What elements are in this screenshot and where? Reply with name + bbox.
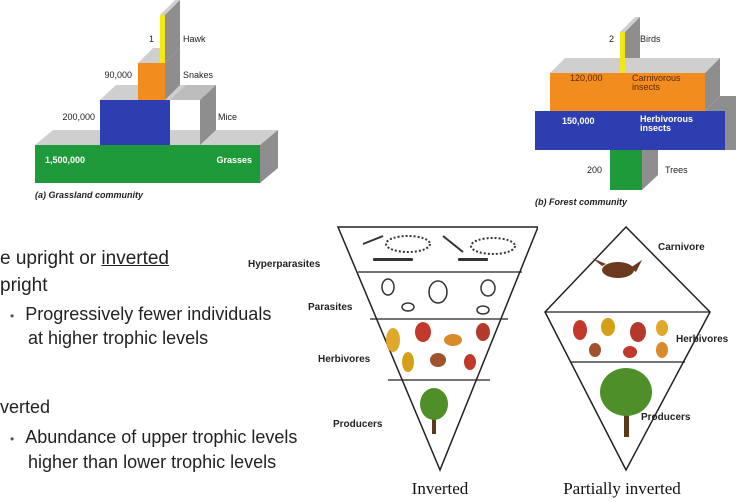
inverted-link[interactable]: inverted <box>101 248 170 269</box>
herbivorous-count: 150,000 <box>562 116 595 126</box>
snakes-bar <box>138 63 165 100</box>
inverted-heading: verted <box>0 397 51 417</box>
carn-slab-top <box>550 58 720 73</box>
carnivore-hawk-icon <box>592 258 642 278</box>
carn-slab-side <box>705 58 720 111</box>
hawk-slab-top <box>160 0 180 15</box>
inverted-pyramid: Hyperparasites Parasites Herbivores Prod… <box>248 226 538 498</box>
birds-count: 2 <box>609 34 614 44</box>
herbivorous-insects-bar <box>535 111 725 150</box>
mice-slab-top-shade <box>170 85 216 100</box>
hawk-bar <box>160 15 165 63</box>
mice-slab-side <box>200 85 216 145</box>
bullet-inverted-line1: Abundance of upper trophic levels <box>25 427 298 447</box>
herbivores-birds-sketch <box>573 318 668 358</box>
grasses-name: Grasses <box>216 155 252 165</box>
grassland-caption: (a) Grassland community <box>35 190 144 200</box>
birds-slab-top <box>620 17 640 32</box>
bullet-inverted: • Abundance of upper trophic levels <box>10 427 297 448</box>
hawk-slab-side <box>165 0 180 63</box>
herbivores-birds-sketch <box>386 322 490 372</box>
bullet-upright: • Progressively fewer individuals <box>10 304 271 325</box>
producer-tree-icon <box>600 368 652 437</box>
birds-name: Birds <box>640 34 661 44</box>
grasses-count: 1,500,000 <box>45 155 85 165</box>
inverted-outline <box>336 226 538 472</box>
partially-inverted-pyramid: Carnivore Herbivores Producers Partially… <box>544 225 729 498</box>
hyperparasites-sketch <box>362 235 516 261</box>
trees-bar <box>610 150 642 190</box>
parasites-sketch <box>381 278 496 315</box>
partial-caption: Partially inverted <box>563 479 681 498</box>
intro-line: e upright or inverted <box>0 248 169 270</box>
grasses-bar <box>35 145 260 183</box>
partial-label-producers: Producers <box>641 412 691 423</box>
mice-name: Mice <box>218 112 237 122</box>
upright-heading: pright <box>0 275 48 296</box>
inverted-label-herbivores: Herbivores <box>318 354 371 365</box>
carnivorous-count: 120,000 <box>570 73 603 83</box>
inverted-label-parasites: Parasites <box>308 302 353 313</box>
grassland-pyramid: 1 Hawk 90,000 Snakes 200,000 Mice 1,500,… <box>35 0 278 200</box>
snakes-name: Snakes <box>183 70 214 80</box>
bullet-dot: • <box>10 432 15 446</box>
mice-count: 200,000 <box>62 112 95 122</box>
carnivorous-insects-bar <box>550 73 705 111</box>
partial-label-herbivores: Herbivores <box>676 334 729 345</box>
producer-tree-icon <box>420 388 448 434</box>
intro-prefix: e upright or <box>0 248 102 269</box>
bullet-inverted-line2: higher than lower trophic levels <box>28 452 277 472</box>
trees-name: Trees <box>665 165 688 175</box>
snakes-slab-side <box>165 48 180 100</box>
inverted-label-hyperparasites: Hyperparasites <box>248 259 321 270</box>
grasses-slab-side <box>260 130 278 183</box>
text-block: e upright or inverted <box>0 248 169 270</box>
inverted-caption: Inverted <box>412 479 469 498</box>
hawk-name: Hawk <box>183 34 206 44</box>
inverted-label-producers: Producers <box>333 419 383 430</box>
partial-label-carnivore: Carnivore <box>658 242 705 253</box>
birds-bar <box>620 32 625 73</box>
bullet-dot: • <box>10 309 15 323</box>
snakes-count: 90,000 <box>104 70 132 80</box>
forest-caption: (b) Forest community <box>535 197 628 207</box>
bullet-upright-line2: at higher trophic levels <box>28 328 209 348</box>
hawk-count: 1 <box>149 34 154 44</box>
bullet-upright-line1: Progressively fewer individuals <box>25 304 272 324</box>
mice-bar <box>100 100 170 145</box>
trees-count: 200 <box>587 165 602 175</box>
